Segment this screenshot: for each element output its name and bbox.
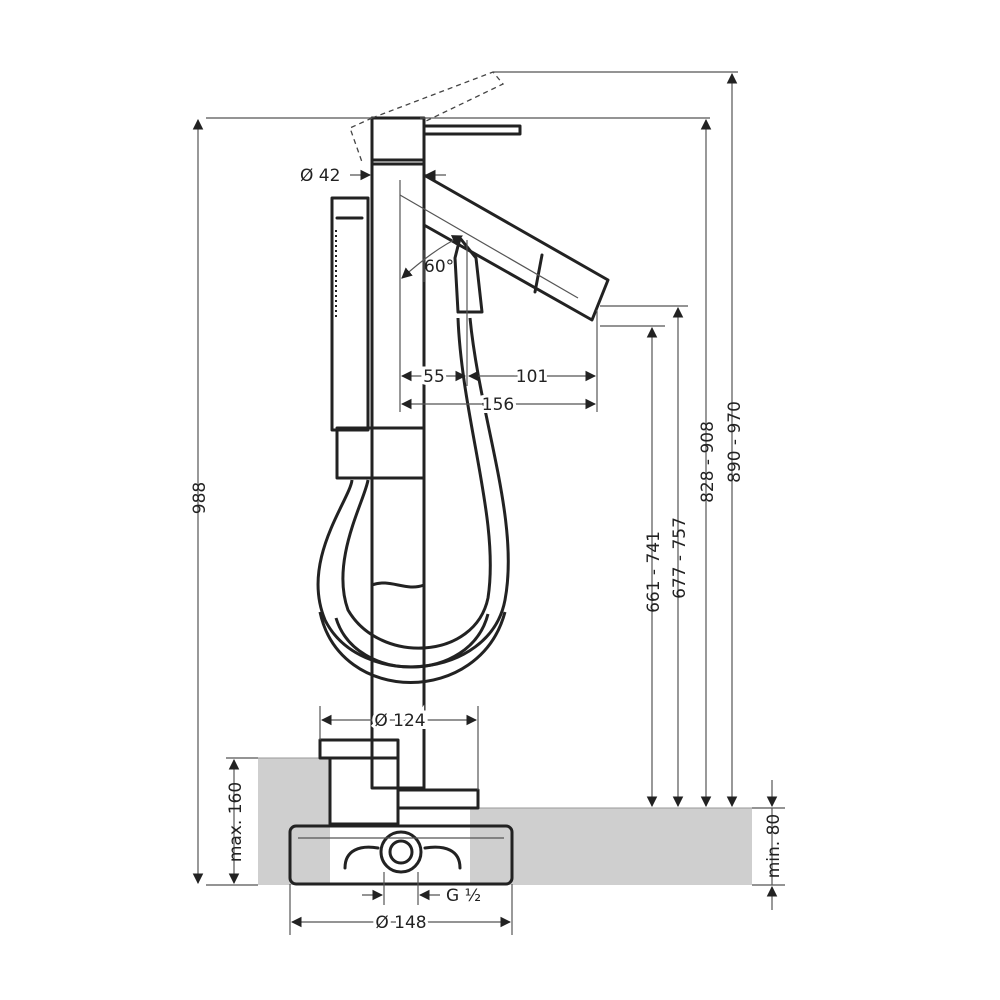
- dim-lever-open-height: 890 - 970: [725, 401, 745, 483]
- dim-min-depth: min. 80: [764, 814, 784, 879]
- floor-section: [258, 757, 752, 885]
- dim-total-height: 988: [190, 482, 210, 514]
- extension-lines: [206, 71, 785, 935]
- dim-top-height: 828 - 908: [698, 421, 718, 503]
- dim-offset-total: 156: [482, 395, 514, 415]
- mixer-body: [288, 71, 610, 886]
- dim-base-diameter: Ø 148: [375, 913, 426, 933]
- dim-thread: G ½: [446, 886, 481, 906]
- dim-outlet-height-1: 661 - 741: [644, 531, 664, 613]
- dimension-lines: [192, 72, 778, 928]
- dimension-labels: 988 890 - 970 828 - 908 677 - 757 661 - …: [190, 166, 784, 936]
- dim-outlet-height-2: 677 - 757: [670, 517, 690, 599]
- dim-max-depth: max. 160: [226, 782, 246, 862]
- dim-offset-spout: 101: [516, 367, 548, 387]
- dim-spout-angle: 60°: [424, 257, 454, 277]
- dim-rosette-diameter: Ø 124: [374, 711, 425, 731]
- dim-offset-short: 55: [423, 367, 445, 387]
- dim-spout-diameter: Ø 42: [300, 166, 340, 186]
